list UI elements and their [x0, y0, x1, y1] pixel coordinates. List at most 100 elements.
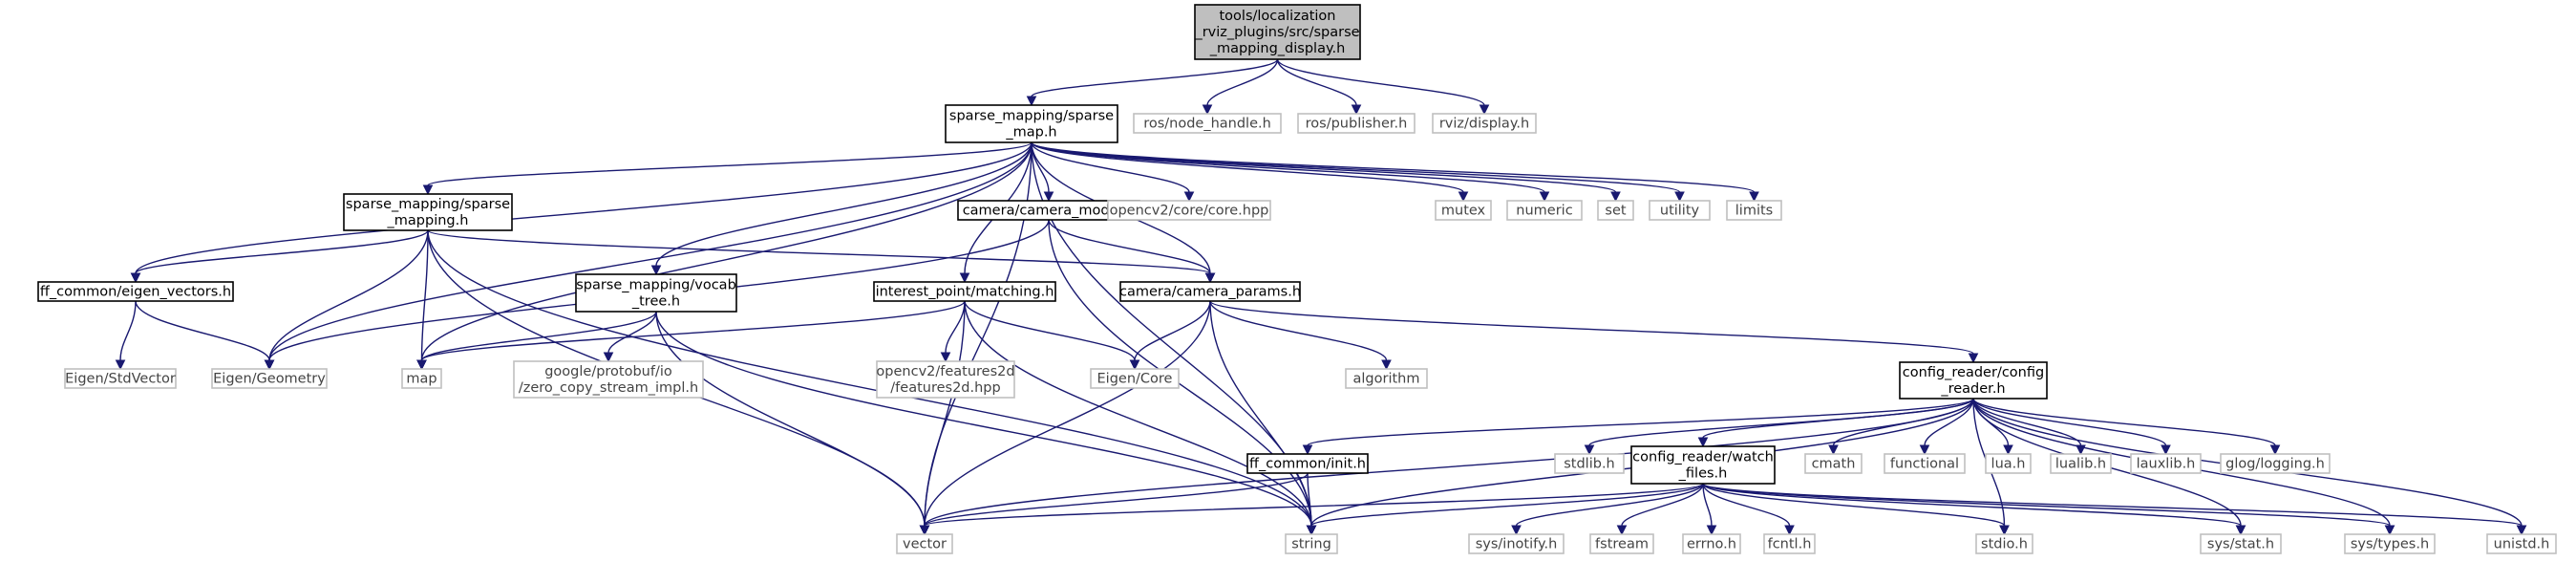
node-vector: vector: [896, 533, 953, 554]
node-label: Eigen/Core: [1097, 372, 1173, 387]
edge-config-reader-to-glog: [1972, 398, 2281, 456]
node-box: [1804, 453, 1863, 474]
edge-line: [420, 311, 657, 361]
edge-eigen-vectors-to-eigen-stdvector: [115, 300, 137, 371]
edge-arrowhead: [1183, 191, 1195, 203]
edge-line: [1515, 483, 1704, 527]
edge-arrowhead: [1204, 272, 1216, 284]
edge-arrowhead: [1202, 104, 1213, 116]
edge-line: [1206, 58, 1279, 106]
edge-watch-files-to-inotify: [1511, 483, 1704, 536]
node-box: [513, 360, 704, 399]
node-eigen-geometry: Eigen/Geometry: [211, 368, 328, 389]
node-sys-types: sys/types.h: [2344, 533, 2436, 554]
edge-line: [268, 229, 429, 361]
node-box: [575, 273, 737, 313]
node-functional: functional: [1884, 453, 1966, 474]
node-config-reader[interactable]: config_reader/config_reader.h: [1899, 361, 2048, 400]
edge-arrowhead: [1999, 525, 2010, 536]
node-fstream: fstream: [1589, 533, 1654, 554]
node-stdio: stdio.h: [1975, 533, 2033, 554]
edge-arrowhead: [919, 525, 930, 536]
node-label: lauxlib.h: [2137, 457, 2196, 472]
edge-line: [924, 300, 966, 527]
edge-sparse-map-to-eigen-geometry: [264, 141, 1033, 371]
edge-line: [1276, 58, 1357, 106]
edge-line: [1972, 398, 2167, 446]
edge-watch-files-to-stdio: [1702, 483, 2010, 536]
edge-arrowhead: [1968, 353, 1979, 364]
node-stdlib: stdlib.h: [1554, 453, 1625, 474]
edge-arrowhead: [603, 352, 614, 363]
edge-line: [1209, 300, 1388, 361]
edge-arrowhead: [940, 352, 951, 363]
edge-line: [420, 229, 429, 361]
edge-vocab-tree-to-protobuf: [603, 311, 657, 363]
edge-arrowhead: [2384, 525, 2395, 536]
node-eigen-vectors[interactable]: ff_common/eigen_vectors.h: [37, 281, 234, 302]
node-sparse-mapping[interactable]: sparse_mapping/sparse_mapping.h: [343, 193, 513, 231]
node-label: sys/inotify.h: [1476, 537, 1558, 552]
node-root[interactable]: tools/localization_rviz_plugins/src/spar…: [1194, 4, 1361, 60]
node-label: fstream: [1595, 537, 1649, 552]
node-watch-files[interactable]: config_reader/watch_files.h: [1630, 445, 1776, 485]
node-box: [2486, 533, 2557, 554]
node-box: [1435, 200, 1492, 221]
edge-line: [1031, 141, 1190, 193]
edge-arrowhead: [115, 359, 126, 371]
edge-watch-files-to-string: [1306, 483, 1704, 536]
node-eigen-stdvector: Eigen/StdVector: [64, 368, 177, 389]
node-box: [1133, 113, 1282, 134]
node-label: limits: [1735, 204, 1773, 219]
edge-arrowhead: [1584, 444, 1595, 456]
edge-arrowhead: [1043, 191, 1054, 203]
node-node-handle: ros/node_handle.h: [1133, 113, 1282, 134]
node-box: [1107, 200, 1271, 221]
node-box: [1726, 200, 1782, 221]
edge-arrowhead: [1697, 437, 1709, 448]
node-vocab-tree[interactable]: sparse_mapping/vocab_tree.h: [575, 273, 737, 313]
edge-watch-files-to-fstream: [1616, 483, 1704, 536]
node-label: string: [1291, 537, 1331, 552]
node-label: _files.h: [1678, 466, 1728, 482]
edge-arrowhead: [1306, 525, 1317, 536]
node-cmath: cmath: [1804, 453, 1863, 474]
edge-config-reader-to-cmath: [1828, 398, 1974, 456]
node-matching[interactable]: interest_point/matching.h: [873, 281, 1056, 302]
node-label: functional: [1890, 457, 1959, 472]
edge-matching-to-eigen-core: [964, 300, 1140, 371]
edge-arrowhead: [2235, 525, 2246, 536]
node-box: [1649, 200, 1711, 221]
node-camera-model[interactable]: camera/camera_model.h: [957, 200, 1140, 221]
edge-arrowhead: [264, 359, 275, 371]
edge-arrowhead: [1479, 104, 1490, 116]
edge-line: [1702, 483, 2006, 527]
node-label: ros/node_handle.h: [1143, 117, 1271, 132]
node-box: [1119, 281, 1301, 302]
node-box: [1246, 453, 1369, 474]
edge-line: [1031, 141, 1464, 193]
node-label: Eigen/StdVector: [65, 372, 176, 387]
node-ff-init[interactable]: ff_common/init.h: [1246, 453, 1369, 474]
edge-sparse-map-to-utility: [1031, 141, 1685, 203]
node-box: [1975, 533, 2033, 554]
node-label: rviz/display.h: [1439, 117, 1529, 132]
node-box: [1985, 453, 2032, 474]
node-camera-params[interactable]: camera/camera_params.h: [1119, 281, 1301, 302]
edge-root-to-node-handle: [1202, 58, 1279, 116]
node-sparse-map[interactable]: sparse_mapping/sparse_map.h: [945, 104, 1118, 143]
node-sys-stat: sys/stat.h: [2200, 533, 2282, 554]
edge-matching-to-map: [416, 300, 966, 371]
node-box: [2130, 453, 2202, 474]
node-label: config_reader/watch: [1632, 450, 1774, 465]
node-mutex: mutex: [1435, 200, 1492, 221]
edge-line: [1702, 398, 1974, 439]
node-label: /features2d.hpp: [890, 380, 1000, 396]
edge-arrowhead: [416, 359, 427, 371]
node-lua: lua.h: [1985, 453, 2032, 474]
edge-sparse-map-to-opencv-core: [1031, 141, 1195, 203]
edge-line: [135, 229, 429, 274]
node-label: config_reader/config: [1903, 365, 2044, 380]
edge-arrowhead: [650, 265, 662, 276]
